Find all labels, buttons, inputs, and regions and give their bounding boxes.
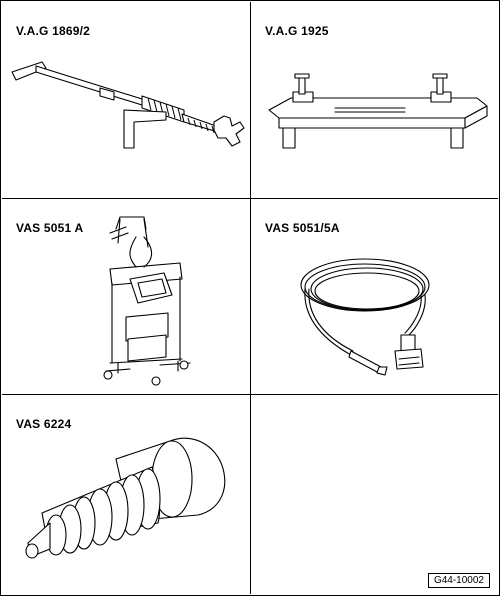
lever-puller-icon: [11, 61, 245, 149]
grid-divider-row-1: [2, 198, 498, 199]
grid-divider-vertical: [250, 2, 251, 594]
tool-cell-4: VAS 5051/5A: [251, 199, 498, 394]
figure-code: G44-10002: [427, 573, 490, 588]
tool-cell-6-empty: G44-10002: [251, 395, 498, 594]
tool-label-4: VAS 5051/5A: [265, 221, 340, 235]
grid-divider-row-2: [2, 394, 498, 395]
diagnostic-cable-icon: [300, 258, 430, 376]
tool-cell-3: VAS 5051 A: [2, 199, 250, 394]
tool-label-3: VAS 5051 A: [16, 221, 84, 235]
bellows-plug-icon: [25, 437, 226, 559]
tool-cell-5: VAS 6224: [2, 395, 250, 594]
diagnostic-trolley-icon: [103, 216, 191, 386]
tool-cell-2: V.A.G 1925: [251, 2, 498, 198]
engine-support-bridge-icon: [268, 73, 488, 149]
tool-label-5: VAS 6224: [16, 417, 72, 431]
tool-label-2: V.A.G 1925: [265, 24, 329, 38]
tool-label-1: V.A.G 1869/2: [16, 24, 91, 38]
tool-cell-1: V.A.G 1869/2: [2, 2, 250, 198]
